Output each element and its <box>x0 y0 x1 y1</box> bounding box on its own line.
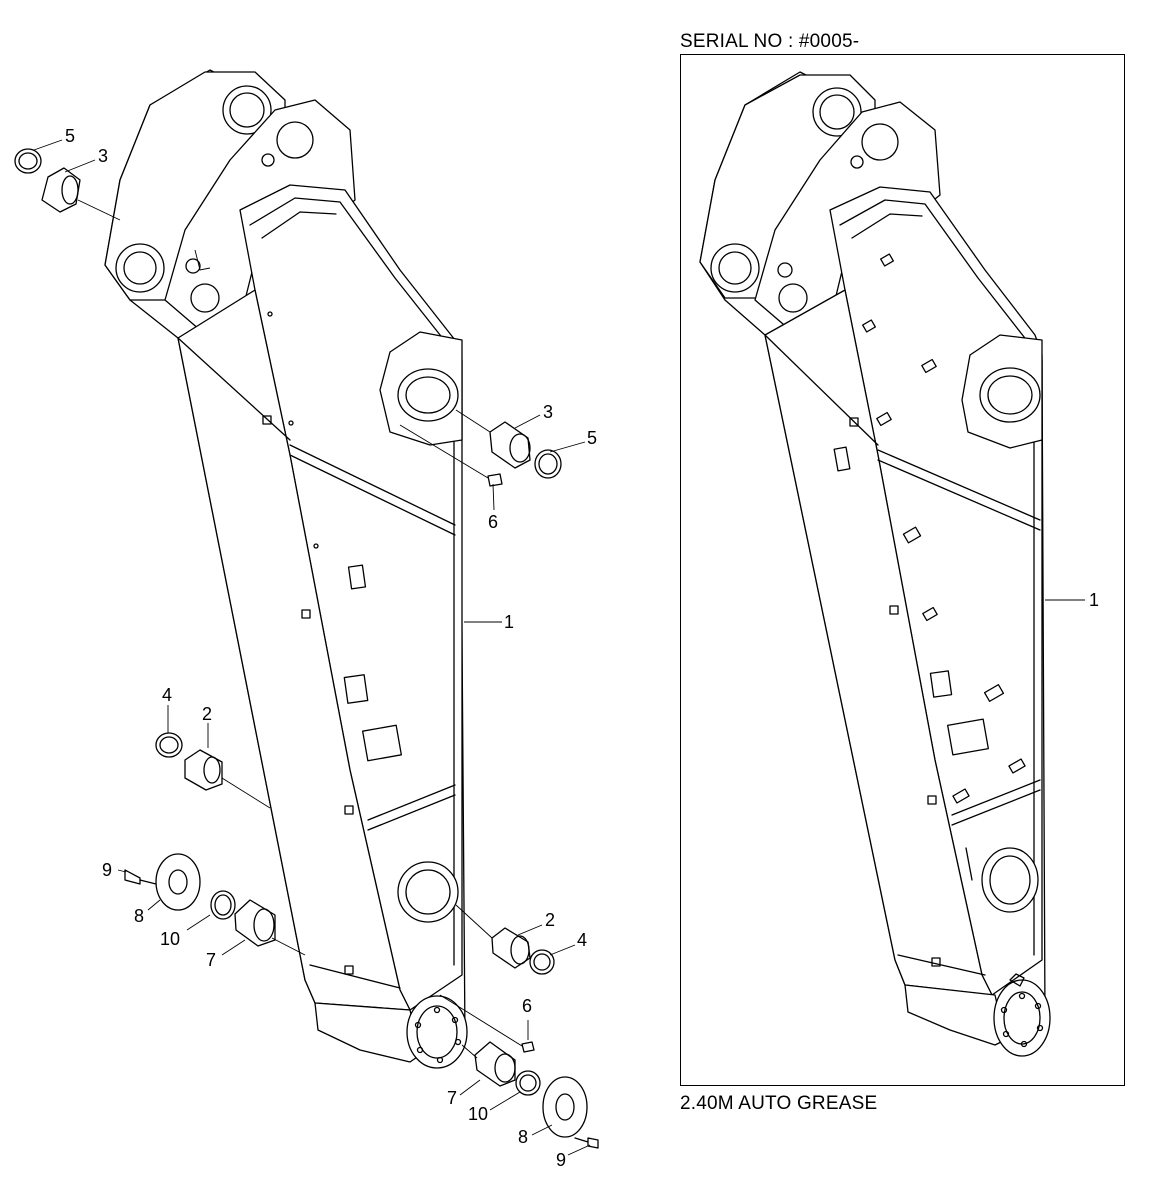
loose-parts-left <box>14 148 599 1149</box>
callout-2: 2 <box>202 704 212 724</box>
variant-frame <box>680 54 1125 1086</box>
callout-8: 8 <box>134 906 144 926</box>
variant-caption: 2.40M AUTO GREASE <box>680 1093 878 1114</box>
callout-leaders-left <box>33 139 591 1156</box>
callout-labels-left: 5 3 3 5 6 1 4 2 9 8 10 7 2 4 6 7 10 8 9 <box>65 126 597 1170</box>
callout-4: 4 <box>577 930 587 950</box>
callout-4: 4 <box>162 685 172 705</box>
serial-number-caption: SERIAL NO : #0005- <box>680 31 860 52</box>
callout-8: 8 <box>518 1127 528 1147</box>
callout-7: 7 <box>447 1088 457 1108</box>
arm-assembly-left <box>104 69 468 1069</box>
callout-9: 9 <box>102 860 112 880</box>
callout-9: 9 <box>556 1150 566 1170</box>
callout-6: 6 <box>488 512 498 532</box>
callout-5: 5 <box>65 126 75 146</box>
callout-1: 1 <box>1089 590 1099 610</box>
callout-10: 10 <box>468 1104 488 1124</box>
callout-1: 1 <box>504 612 514 632</box>
callout-labels-right: 1 <box>1089 590 1099 610</box>
callout-5: 5 <box>587 428 597 448</box>
arm-assembly-right <box>699 71 1051 1057</box>
callout-7: 7 <box>206 950 216 970</box>
callout-2: 2 <box>545 910 555 930</box>
callout-6: 6 <box>522 996 532 1016</box>
callout-3: 3 <box>543 402 553 422</box>
callout-10: 10 <box>160 929 180 949</box>
callout-3: 3 <box>98 146 108 166</box>
